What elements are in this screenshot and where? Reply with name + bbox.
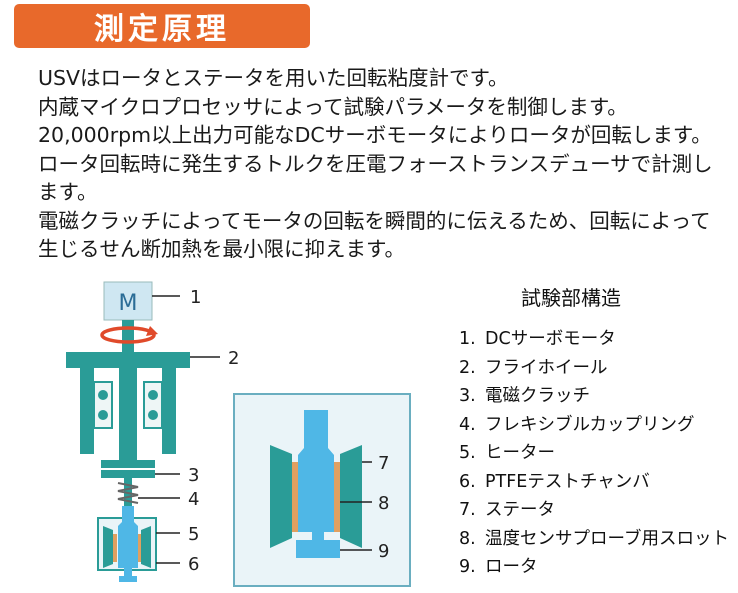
rotation-arrowhead [146, 326, 158, 336]
inset-heater-left [292, 462, 298, 532]
heater-left [113, 534, 117, 562]
legend-item-number: 7. [459, 500, 476, 520]
stator-right [141, 526, 151, 568]
housing-right [162, 368, 176, 454]
callout-9: 9 [378, 541, 389, 562]
legend-item-number: 6. [459, 471, 476, 492]
legend-item: 1. DCサーボモータ [459, 325, 734, 354]
electromagnetic-clutch [101, 460, 155, 468]
legend-item: 8. 温度センサプローブ用スロット [459, 525, 734, 554]
bearing-right [143, 381, 163, 429]
stator-left [103, 526, 113, 568]
callout-3: 3 [188, 465, 199, 486]
housing-left [80, 368, 94, 454]
motor-label: M [119, 291, 138, 316]
flexible-coupling [117, 482, 139, 504]
legend-item-label: 電磁クラッチ [485, 386, 590, 406]
inset-heater-right [334, 462, 340, 532]
legend-item: 6. PTFEテストチャンバ [459, 468, 734, 497]
legend-item-number: 2. [459, 357, 476, 378]
legend-item-number: 3. [459, 386, 476, 406]
description-line: 20,000rpm以上出力可能なDCサーボモータによりロータが回転します。 [38, 123, 712, 147]
inset-rotor [296, 410, 340, 558]
callout-4: 4 [188, 489, 199, 510]
legend-item-number: 1. [459, 329, 476, 349]
description-line: ます。 [38, 180, 98, 204]
callout-2: 2 [228, 348, 239, 369]
bearing-left [93, 381, 113, 429]
bearing-ball [98, 390, 108, 400]
page-title: 測定原理 [94, 12, 230, 47]
legend-item: 7. ステータ [459, 496, 734, 525]
legend-item-label: PTFEテストチャンバ [485, 471, 650, 492]
structure-legend: 試験部構造 1. DCサーボモータ 2. フライホイール 3. 電磁クラッチ 4. フレ… [459, 282, 734, 582]
legend-item-label: フレキシブルカップリング [485, 414, 695, 435]
callout-6: 6 [188, 554, 199, 575]
rotation-arrow [100, 326, 156, 344]
description: USVはロータとステータを用いた回転粘度計です。 内蔵マイクロプロセッサによって… [38, 64, 728, 264]
legend-item: 3. 電磁クラッチ [459, 382, 734, 411]
description-line: 生じるせん断加熱を最小限に抑えます。 [38, 237, 405, 261]
page-title-badge: 測定原理 [14, 4, 310, 48]
legend-item: 5. ヒーター [459, 439, 734, 468]
callout-7: 7 [378, 453, 389, 474]
callout-1: 1 [190, 287, 201, 308]
legend-item-number: 9. [459, 557, 476, 577]
callout-5: 5 [188, 524, 199, 545]
legend-item-label: フライホイール [485, 357, 608, 378]
description-line: 内蔵マイクロプロセッサによって試験パラメータを制御します。 [38, 94, 628, 119]
rotor [118, 506, 138, 582]
flywheel [66, 352, 190, 368]
motor-box [103, 281, 153, 321]
legend-item-label: 温度センサプローブ用スロット [485, 528, 729, 549]
inset-stator-right [340, 445, 362, 548]
description-line: USVはロータとステータを用いた回転粘度計です。 [38, 66, 509, 90]
bearing-ball [148, 390, 158, 400]
bearing-ball [148, 410, 158, 420]
heater-right [137, 534, 141, 562]
legend-item-label: ステータ [485, 500, 555, 520]
inset-stator-left [270, 445, 292, 548]
legend-item-number: 4. [459, 414, 476, 435]
legend-item-number: 8. [459, 528, 476, 549]
motor-shaft [122, 320, 134, 354]
callout-8: 8 [378, 493, 389, 514]
legend-item: 2. フライホイール [459, 354, 734, 383]
legend-item-number: 5. [459, 443, 476, 463]
central-shaft [119, 368, 137, 460]
test-section-diagram: M 1 2 3 4 5 6 7 8 9 [66, 281, 411, 587]
bearing-ball [98, 410, 108, 420]
legend-list: 1. DCサーボモータ 2. フライホイール 3. 電磁クラッチ 4. フレキシブルカッ… [459, 325, 734, 582]
description-line: ロータ回転時に発生するトルクを圧電フォーストランスデューサで計測し [38, 151, 713, 176]
legend-item-label: ヒーター [485, 443, 555, 463]
legend-item: 9. ロータ [459, 553, 734, 582]
legend-item-label: DCサーボモータ [485, 329, 616, 349]
legend-title: 試験部構造 [521, 286, 621, 310]
legend-item: 4. フレキシブルカップリング [459, 411, 734, 440]
description-line: 電磁クラッチによってモータの回転を瞬間的に伝えるため、回転によって [38, 208, 711, 233]
clutch-plate [101, 470, 155, 478]
legend-item-label: ロータ [485, 557, 538, 577]
